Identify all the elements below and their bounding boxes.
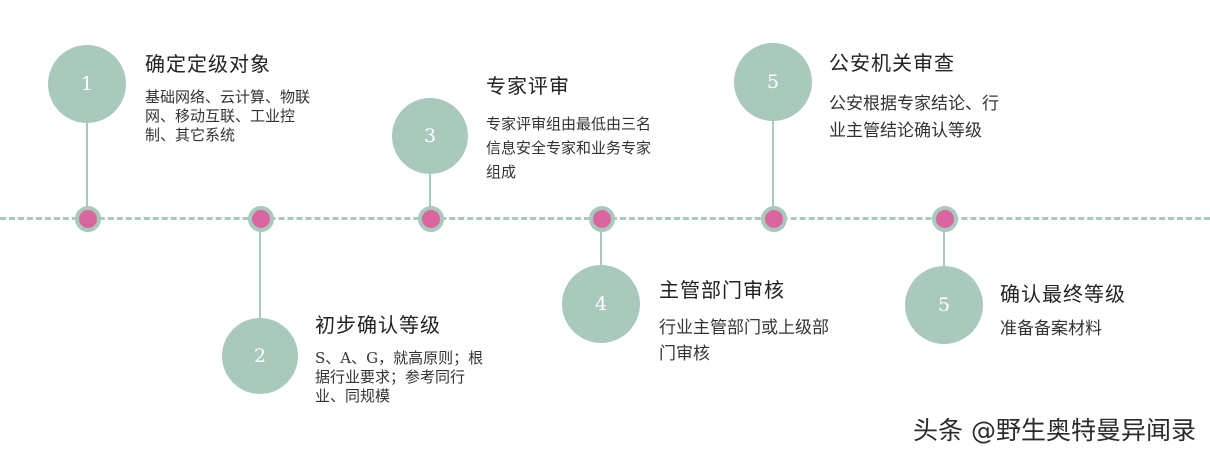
step-1-title: 确定定级对象 bbox=[145, 52, 271, 76]
step-5-circle: 5 bbox=[734, 43, 812, 121]
connector-6 bbox=[943, 228, 945, 273]
step-2-number: 2 bbox=[253, 345, 267, 367]
timeline-node-3 bbox=[418, 206, 444, 232]
connector-1 bbox=[86, 115, 88, 210]
step-1-desc: 基础网络、云计算、物联网、移动互联、工业控制、其它系统 bbox=[145, 88, 311, 144]
step-4-desc: 行业主管部门或上级部门审核 bbox=[659, 318, 829, 364]
step-4-circle: 4 bbox=[562, 265, 640, 343]
step-6-title: 确认最终等级 bbox=[1000, 282, 1126, 306]
connector-2 bbox=[259, 228, 261, 328]
timeline-node-1 bbox=[75, 206, 101, 232]
timeline-node-5 bbox=[761, 206, 787, 232]
step-5-number: 5 bbox=[766, 71, 780, 93]
watermark: 头条 @野生奥特曼异闻录 bbox=[913, 416, 1196, 445]
step-1-circle: 1 bbox=[48, 45, 126, 123]
step-1-number: 1 bbox=[80, 73, 94, 95]
step-3-circle: 3 bbox=[392, 98, 468, 174]
timeline-node-4 bbox=[589, 206, 615, 232]
step-6-desc: 准备备案材料 bbox=[1000, 319, 1102, 339]
step-3-desc: 专家评审组由最低由三名信息安全专家和业务专家组成 bbox=[486, 115, 652, 181]
connector-3 bbox=[429, 165, 431, 210]
step-2-circle: 2 bbox=[222, 318, 298, 394]
step-3-number: 3 bbox=[423, 125, 437, 147]
step-2-title: 初步确认等级 bbox=[315, 313, 441, 337]
step-6-circle: 5 bbox=[905, 266, 983, 344]
step-4-title: 主管部门审核 bbox=[659, 278, 785, 302]
step-4-number: 4 bbox=[594, 293, 608, 315]
timeline-node-6 bbox=[932, 206, 958, 232]
step-5-desc: 公安根据专家结论、行业主管结论确认等级 bbox=[829, 94, 999, 141]
step-3-title: 专家评审 bbox=[486, 74, 570, 98]
step-6-number: 5 bbox=[937, 294, 951, 316]
step-2-desc: S、A、G，就高原则；根据行业要求；参考同行业、同规模 bbox=[315, 349, 484, 405]
connector-4 bbox=[600, 228, 602, 273]
step-5-title: 公安机关审查 bbox=[829, 51, 955, 75]
connector-5 bbox=[772, 115, 774, 210]
timeline-node-2 bbox=[248, 206, 274, 232]
